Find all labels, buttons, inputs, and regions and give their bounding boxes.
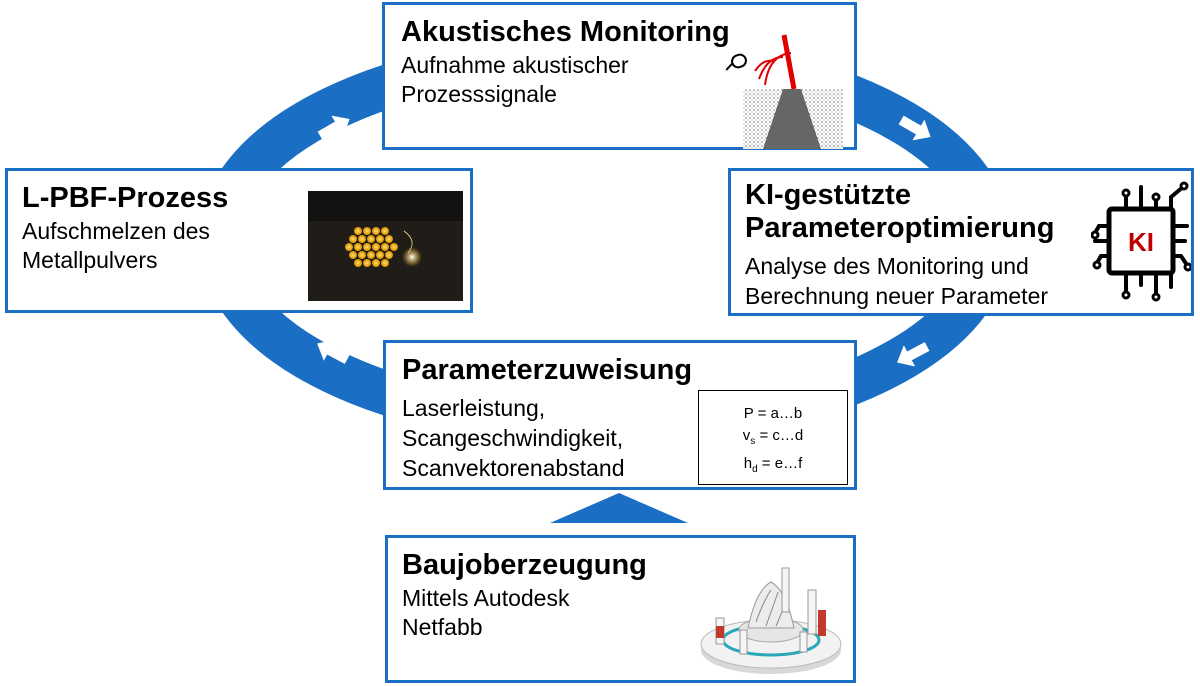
chip-body (1106, 206, 1176, 276)
box-ai-optimization: KI-gestützte Parameteroptimierung Analys… (728, 168, 1194, 316)
melted-parts-cluster (345, 227, 398, 267)
sound-wave-2 (758, 56, 784, 80)
microphone-icon (725, 53, 747, 71)
box-acoustic-monitoring: Akustisches Monitoring Aufnahme akustisc… (382, 2, 857, 150)
box-parameter-assignment: Parameterzuweisung Laserleistung, Scange… (383, 340, 857, 490)
feed-arrow-icon (550, 493, 688, 523)
ai-chip-icon: KI (1091, 181, 1191, 302)
param-title: Parameterzuweisung (402, 354, 693, 386)
box-lpbf-process: L-PBF-Prozess Aufschmelzen des Metallpul… (5, 168, 473, 313)
melting-process-photo (308, 191, 463, 301)
ring-arrow-icon (317, 339, 350, 364)
box-build-job: Baujoberzeugung Mittels Autodesk Netfabb (385, 535, 856, 683)
support-pillars (715, 567, 826, 655)
build-plate-turbine-illustration (700, 567, 842, 674)
formula-hatch: hd = e…f (743, 455, 803, 475)
ring-arrow-icon (898, 115, 931, 141)
acoustic-title: Akustisches Monitoring (401, 16, 730, 48)
parameter-formula-box: P = a…b vs = c…d hd = e…f (698, 390, 848, 485)
sound-wave-3 (764, 52, 792, 86)
turbine-part (738, 581, 804, 643)
build-title: Baujoberzeugung (402, 549, 647, 581)
ai-text: Analyse des Monitoring und Berechnung ne… (745, 253, 1049, 309)
laser-beam (781, 34, 797, 90)
melt-track (763, 89, 821, 149)
lpbf-title: L-PBF-Prozess (22, 182, 229, 214)
acoustic-sensor-illustration (725, 34, 843, 149)
lpbf-text: Aufschmelzen des Metallpulvers (22, 218, 210, 273)
laser-spark (402, 247, 422, 267)
acoustic-text: Aufnahme akustischer Prozesssignale (401, 52, 629, 107)
formula-power: P = a…b (743, 405, 803, 422)
param-text: Laserleistung, Scangeschwindigkeit, Scan… (402, 395, 625, 481)
formula-speed: vs = c…d (742, 427, 804, 447)
ring-arrow-icon (897, 342, 930, 367)
ai-title: KI-gestützte Parameteroptimierung (745, 179, 1055, 244)
ring-arrow-icon (317, 115, 350, 141)
build-text: Mittels Autodesk Netfabb (402, 585, 570, 640)
chip-label: KI (1128, 227, 1154, 257)
